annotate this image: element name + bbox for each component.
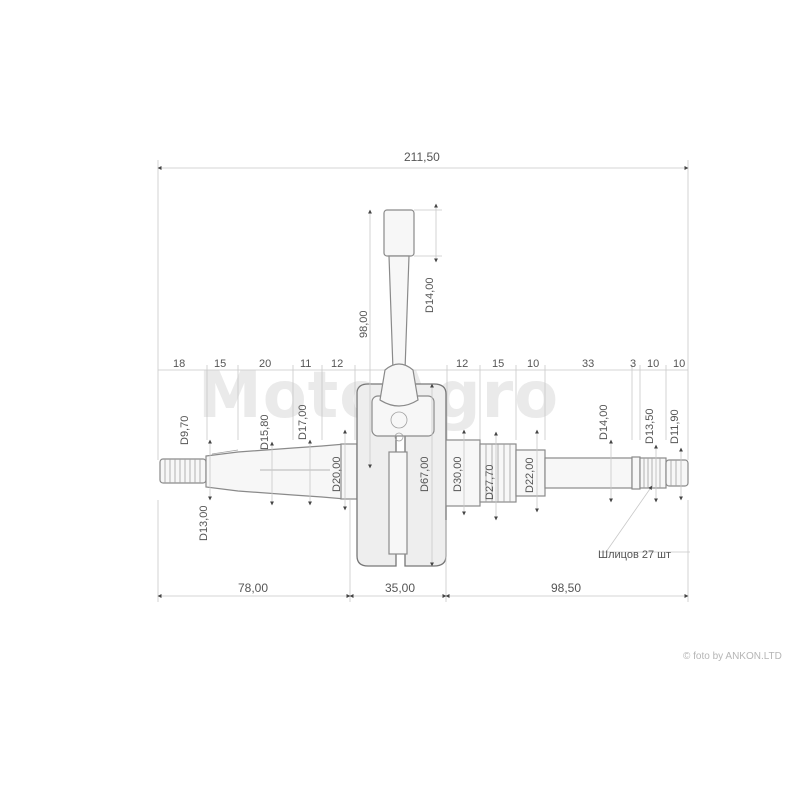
spline-note: Шлицов 27 шт — [598, 485, 690, 561]
rod-length-dimension: 98,00 — [358, 209, 372, 469]
segment-right-3: 10 — [527, 358, 539, 370]
rod-small-end-dimension: D14,00 — [414, 203, 442, 313]
spline-note-label: Шлицов 27 шт — [598, 549, 671, 561]
crank-web-length: 35,00 — [385, 581, 415, 595]
rod-length-label: 98,00 — [358, 310, 370, 338]
segment-right-2: 15 — [492, 358, 504, 370]
photo-credit: © foto by ANKON.LTD — [683, 651, 782, 662]
diam-11-90: D11,90 — [669, 409, 681, 444]
rod-small-end-label: D14,00 — [424, 278, 436, 313]
diam-13-50: D13,50 — [644, 409, 656, 444]
diam-22-00: D22,00 — [524, 458, 536, 493]
diam-30-00: D30,00 — [452, 457, 464, 492]
segment-left-2: 15 — [214, 358, 226, 370]
segment-left-4: 11 — [300, 358, 311, 370]
diam-15-80: D15,80 — [259, 415, 271, 450]
segment-right-4: 33 — [582, 358, 594, 370]
segment-right-1: 12 — [456, 358, 468, 370]
segment-right-7: 10 — [673, 358, 685, 370]
overall-length-label: 211,50 — [404, 150, 440, 164]
diam-27-70: D27,70 — [484, 465, 496, 500]
right-shaft-length: 98,50 — [551, 581, 581, 595]
segment-right-5: 3 — [630, 358, 636, 370]
segment-left-5: 12 — [331, 358, 343, 370]
segment-dimension-row: 18 15 20 11 12 12 15 10 33 3 10 10 — [158, 358, 688, 440]
segment-left-1: 18 — [173, 358, 185, 370]
diameter-callouts: D9,70 D13,00 D15,80 D17,00 D20,00 D67,00… — [179, 383, 683, 567]
bottom-dimension-row: 78,00 35,00 98,50 — [157, 500, 689, 602]
diam-9-70: D9,70 — [179, 416, 191, 445]
overall-length-dimension: 211,50 — [157, 150, 689, 460]
diam-20-00: D20,00 — [331, 457, 343, 492]
diam-67-00: D67,00 — [419, 457, 431, 492]
left-shaft-length: 78,00 — [238, 581, 268, 595]
diam-13-00: D13,00 — [198, 506, 210, 541]
segment-left-3: 20 — [259, 358, 271, 370]
segment-right-6: 10 — [647, 358, 659, 370]
diam-14-00: D14,00 — [598, 405, 610, 440]
diam-17-00: D17,00 — [297, 405, 309, 440]
